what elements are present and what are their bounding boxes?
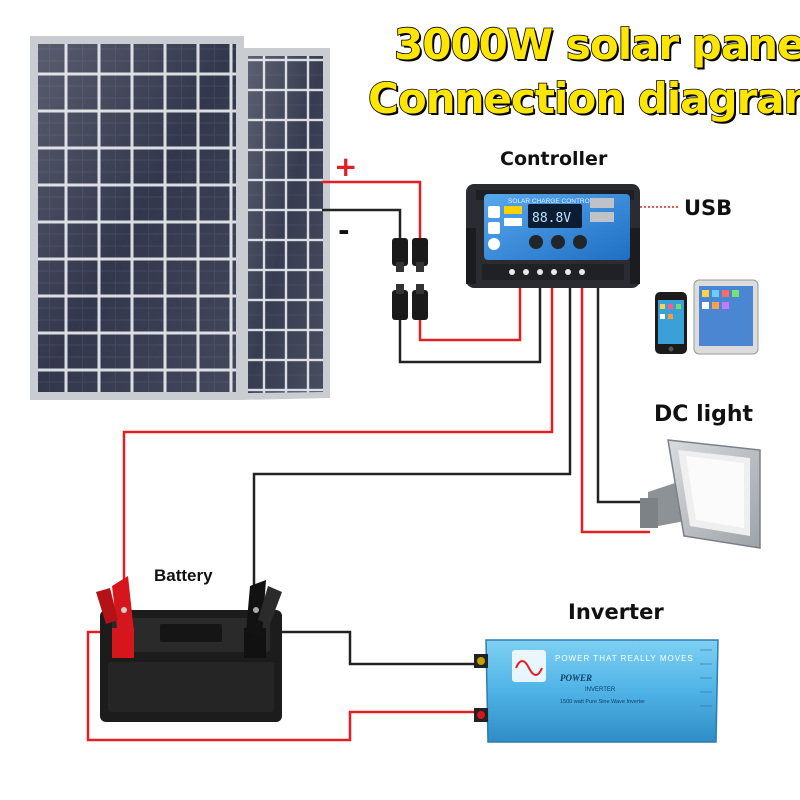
wire-negative-battery [252, 288, 572, 600]
inverter-slogan: POWER THAT REALLY MOVES [555, 654, 694, 663]
title-line-2: Connection diagram [367, 73, 800, 124]
solar-panel-icon [30, 36, 330, 400]
tablet-icon [693, 279, 759, 355]
controller-header-text: SOLAR CHARGE CONTROLLER [508, 198, 606, 205]
wire-negative-inverter [256, 630, 474, 666]
connector-icon [392, 238, 428, 320]
wire-positive-battery [122, 288, 554, 600]
phone-icon [655, 292, 687, 354]
wire-positive-inverter [86, 630, 474, 742]
floodlight-icon [640, 439, 761, 549]
usb-label: USB [684, 196, 733, 220]
controller-icon: SOLAR CHARGE CONTROLLER 88.8V [466, 184, 640, 288]
wire-negative-panel [322, 208, 402, 238]
inverter-label: Inverter [568, 600, 664, 624]
negative-sign: - [338, 214, 350, 247]
wire-negative-controller [398, 288, 542, 364]
dc-light-label: DC light [654, 402, 754, 427]
positive-sign: + [334, 150, 358, 183]
inverter-brand: POWER [560, 673, 592, 683]
wire-positive-panel [322, 180, 422, 238]
controller-label: Controller [500, 148, 608, 170]
inverter-icon: POWER THAT REALLY MOVES POWER INVERTER 1… [474, 639, 719, 743]
title-line-1: 3000W solar panel [393, 19, 800, 70]
battery-label: Battery [154, 566, 213, 585]
inverter-spec: 1500 watt Pure Sine Wave Inverter [560, 699, 645, 705]
wire-positive-controller [418, 288, 522, 342]
wire-negative-light [596, 288, 650, 504]
inverter-model: INVERTER [585, 687, 616, 693]
wire-positive-light [580, 288, 650, 534]
controller-readout: 88.8V [532, 211, 571, 226]
battery-icon [100, 610, 282, 722]
clamp-icon [96, 576, 282, 636]
